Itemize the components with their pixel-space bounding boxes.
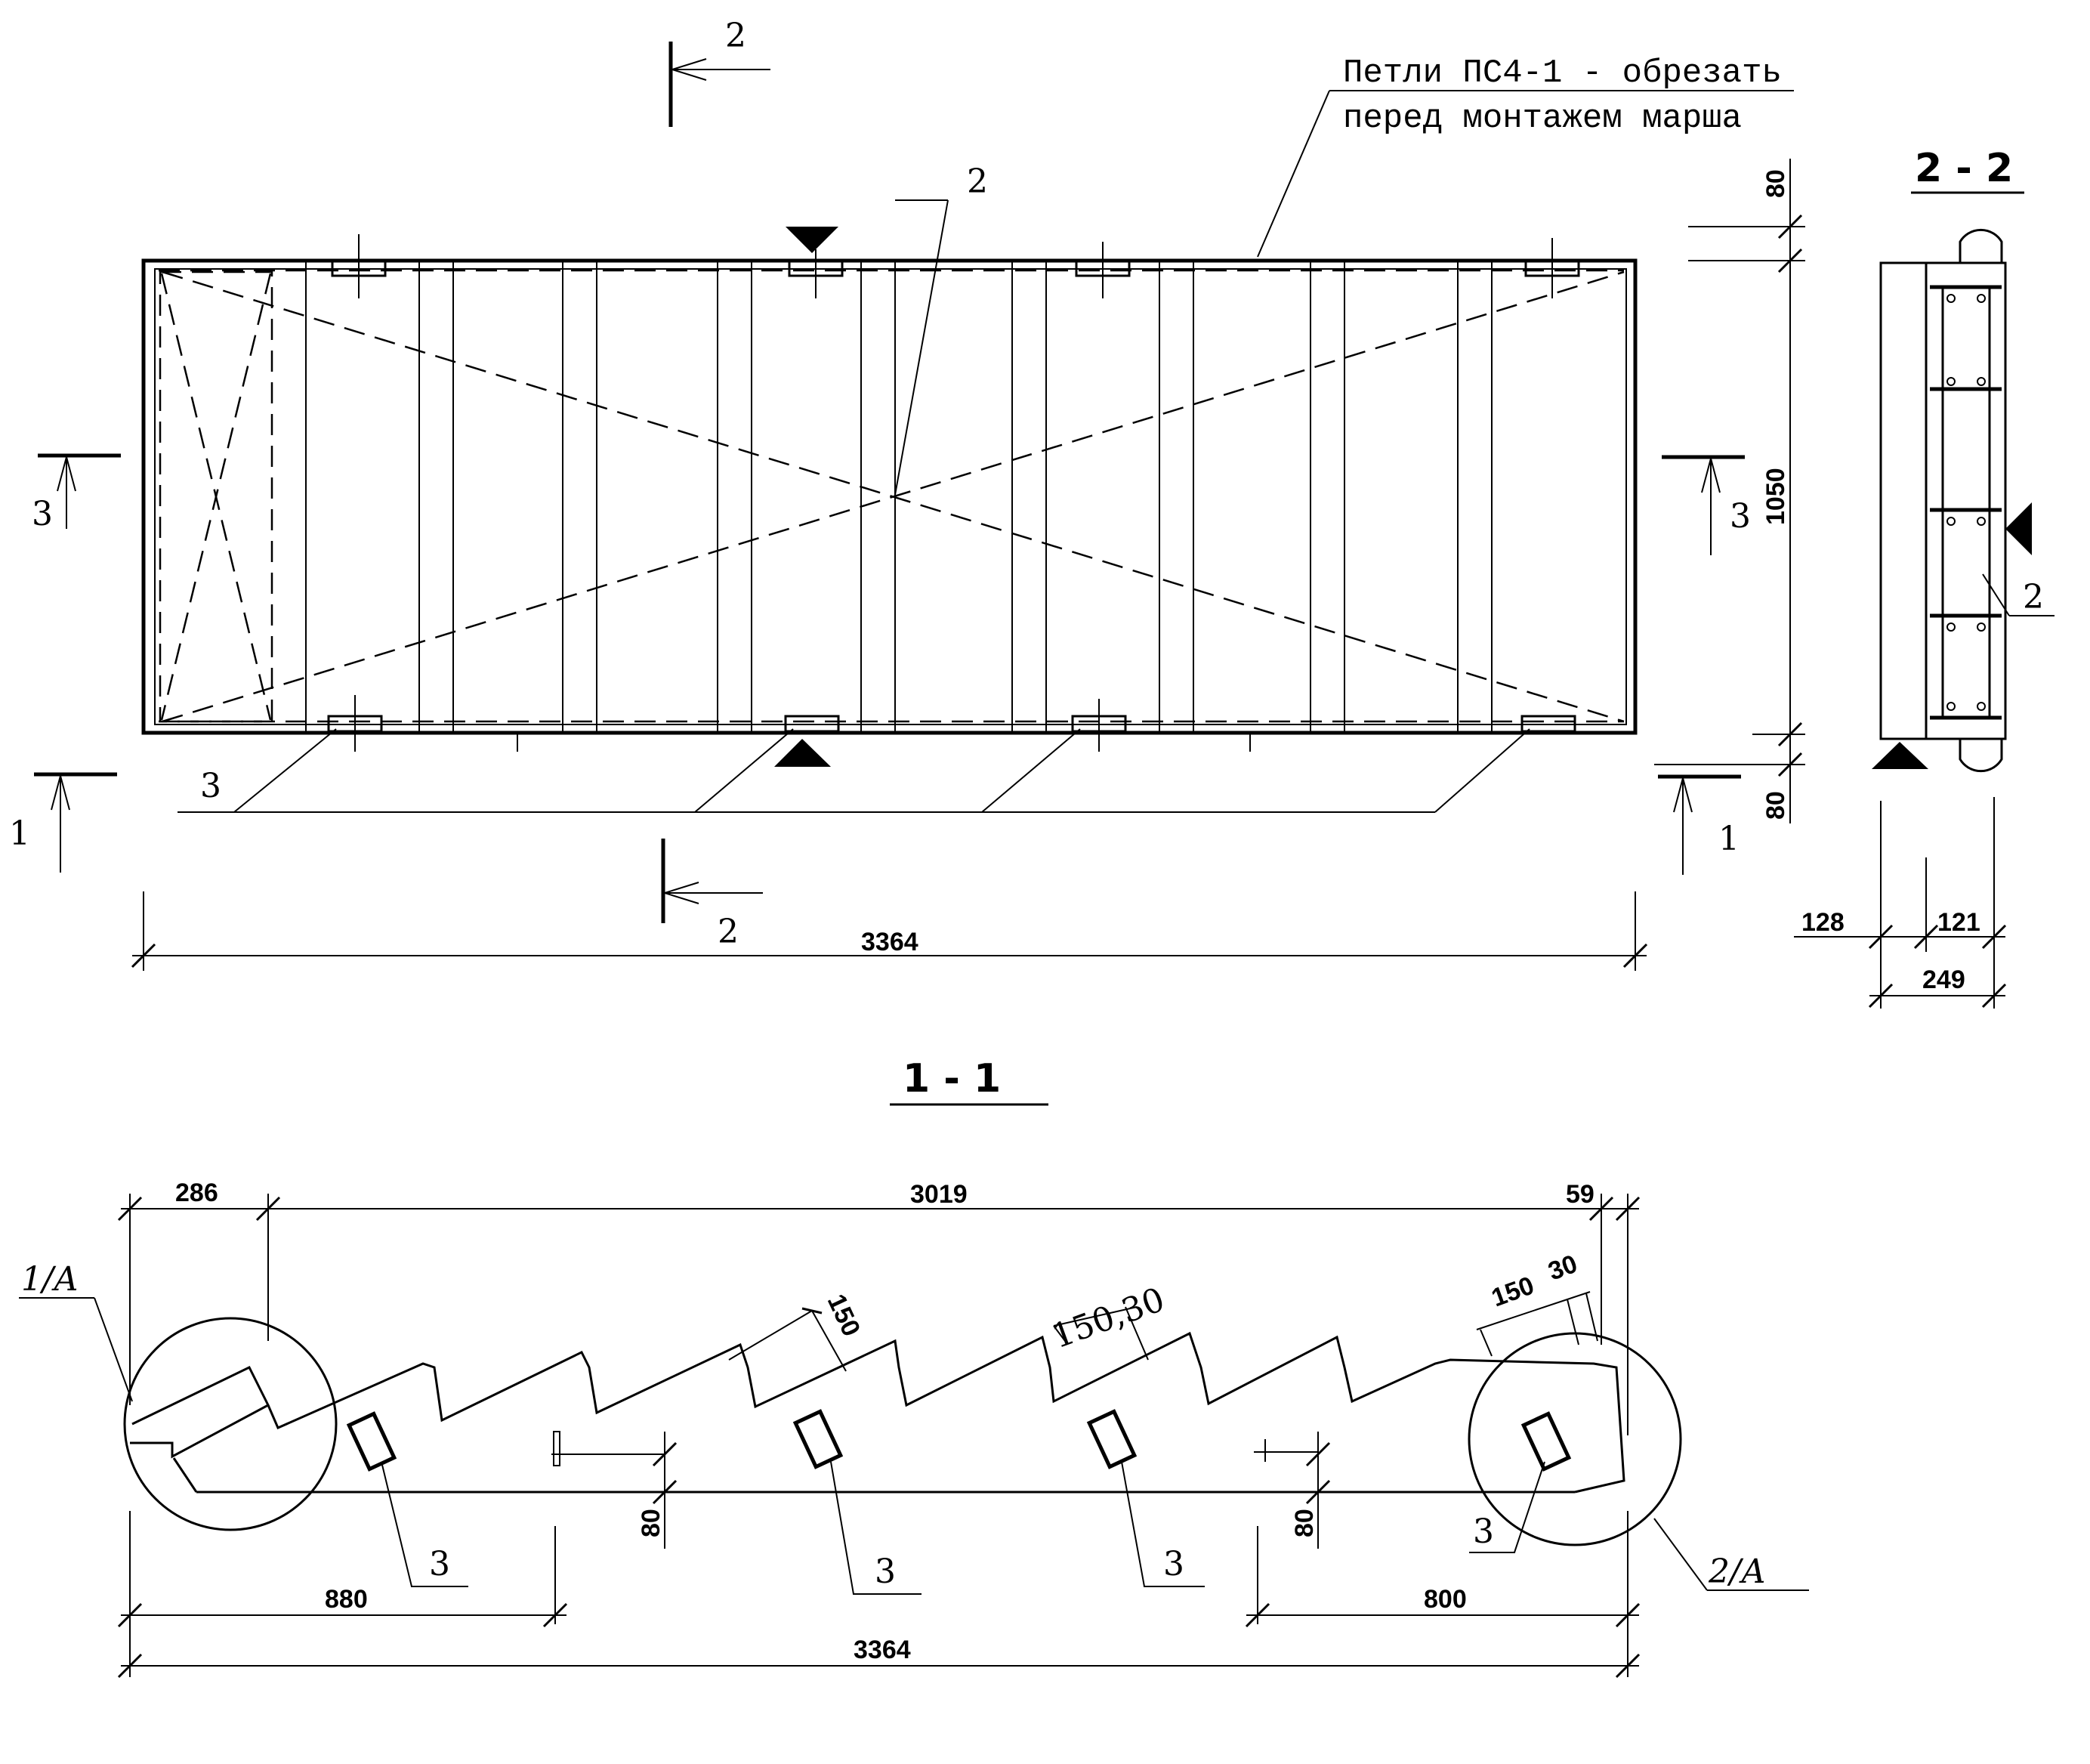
section-mark-3-right: 3 [1662, 455, 1751, 555]
section-1-1: 1 - 1 3 3 3 3 1/А [19, 1056, 1809, 1679]
step-lines [305, 261, 1493, 733]
section-2-2: 2 - 2 2 [1794, 146, 2054, 1009]
left-landing-frame [159, 270, 273, 723]
node-2a-circle [1468, 1332, 1682, 1546]
node-1a-circle [123, 1317, 338, 1531]
svg-text:2: 2 [725, 17, 746, 55]
callout-3-label: 3 [200, 767, 221, 805]
svg-text:3: 3 [1730, 497, 1751, 536]
svg-text:3364: 3364 [854, 1636, 911, 1664]
left-landing-x2 [160, 273, 272, 721]
svg-text:128: 128 [1801, 908, 1845, 937]
section-mark-1-left: 1 [9, 772, 117, 873]
node-2a-leader [1653, 1518, 1708, 1591]
support-triangle-top [786, 227, 838, 253]
section-embedded-plates [346, 1409, 1572, 1472]
plan-width-dimension: 80 1050 80 [1654, 159, 1805, 823]
section-2-2-support-right [2005, 502, 2032, 555]
section-2-2-title: 2 - 2 [1915, 146, 2013, 191]
section-2-2-dimensions: 128 121 249 [1794, 797, 2007, 1009]
top-lifting-loop [1959, 228, 2003, 263]
callout-3-leader-2 [694, 728, 794, 813]
section-1-1-bottom-dimensions: 880 800 3364 [117, 1511, 1641, 1679]
svg-text:286: 286 [175, 1179, 218, 1207]
svg-text:30: 30 [1545, 1250, 1582, 1287]
svg-text:1050: 1050 [1761, 468, 1790, 525]
stair-steps [267, 1331, 1625, 1494]
height-80-left: 80 [551, 1431, 678, 1549]
svg-text:249: 249 [1922, 965, 1965, 994]
svg-text:800: 800 [1424, 1585, 1467, 1614]
node-1a-leader [94, 1297, 133, 1402]
svg-text:3364: 3364 [861, 928, 918, 956]
svg-text:150,30: 150,30 [1047, 1281, 1169, 1357]
svg-text:3019: 3019 [910, 1180, 968, 1209]
note-line-1: Петли ПС4-1 - обрезать [1343, 54, 1782, 92]
diagonal-dashed-2 [162, 270, 1625, 723]
svg-text:80: 80 [637, 1509, 665, 1537]
section-mark-1-right: 1 [1658, 774, 1741, 875]
support-triangle-bottom [774, 739, 831, 767]
svg-text:150: 150 [1488, 1271, 1538, 1312]
section-2-2-outline [1879, 261, 2007, 740]
section-1-1-top-dimensions: 286 3019 59 [117, 1179, 1641, 1435]
plan-view: 2 3 Петли ПС4-1 - обрезать перед монтаже… [9, 17, 1805, 971]
svg-text:80: 80 [1761, 169, 1790, 198]
callout-3-leader-1 [233, 728, 337, 813]
svg-text:3: 3 [429, 1545, 450, 1583]
callout-2-label: 2 [967, 162, 988, 201]
stair-soffit-left [172, 1457, 198, 1493]
node-1a-label: 1/А [21, 1260, 79, 1299]
svg-text:80: 80 [1290, 1509, 1319, 1537]
height-80-right: 80 [1254, 1432, 1331, 1549]
section-mark-3-left: 3 [32, 453, 121, 533]
section-2-2-support-bottom [1872, 742, 1928, 769]
callout-3-leader-4 [1434, 728, 1530, 813]
svg-text:59: 59 [1566, 1180, 1595, 1209]
callout-3-leader-3 [981, 728, 1081, 813]
section-2-2-callout-label: 2 [2023, 578, 2044, 616]
node-2a-label: 2/А [1708, 1552, 1766, 1591]
svg-text:1: 1 [1718, 820, 1740, 858]
svg-text:880: 880 [325, 1585, 368, 1614]
svg-text:80: 80 [1761, 791, 1790, 820]
callout-2-leader [894, 199, 949, 496]
section-1-1-title: 1 - 1 [903, 1056, 1001, 1101]
step-dimension-150: 150 [728, 1290, 866, 1372]
stair-profile [130, 1366, 270, 1459]
svg-text:1: 1 [9, 814, 30, 853]
note-line-2: перед монтажем марша [1343, 100, 1742, 137]
section-mark-2-bottom: 2 [661, 839, 763, 951]
svg-text:121: 121 [1937, 908, 1980, 937]
section-2-2-callout-leader [1982, 573, 2010, 616]
plan-inner-outline [154, 268, 1627, 725]
plan-outline [141, 258, 1638, 735]
note-leader [1257, 90, 1330, 258]
svg-text:3: 3 [32, 495, 53, 533]
svg-text:3: 3 [1473, 1512, 1494, 1551]
svg-text:2: 2 [718, 913, 739, 951]
section-mark-2-top: 2 [668, 17, 770, 127]
bottom-lifting-loop [1959, 739, 2003, 773]
svg-text:3: 3 [875, 1552, 896, 1591]
plan-length-dimension: 3364 [131, 891, 1648, 971]
step-dimension-150-30: 150,30 [1047, 1281, 1169, 1361]
embedded-plates-top [331, 234, 1580, 298]
svg-text:150: 150 [822, 1290, 866, 1340]
section-1-1-callouts-3: 3 3 3 3 [381, 1461, 1545, 1595]
reinforcement-cage [1930, 285, 2002, 720]
svg-text:3: 3 [1163, 1545, 1184, 1583]
embedded-plates-bottom [327, 695, 1576, 752]
